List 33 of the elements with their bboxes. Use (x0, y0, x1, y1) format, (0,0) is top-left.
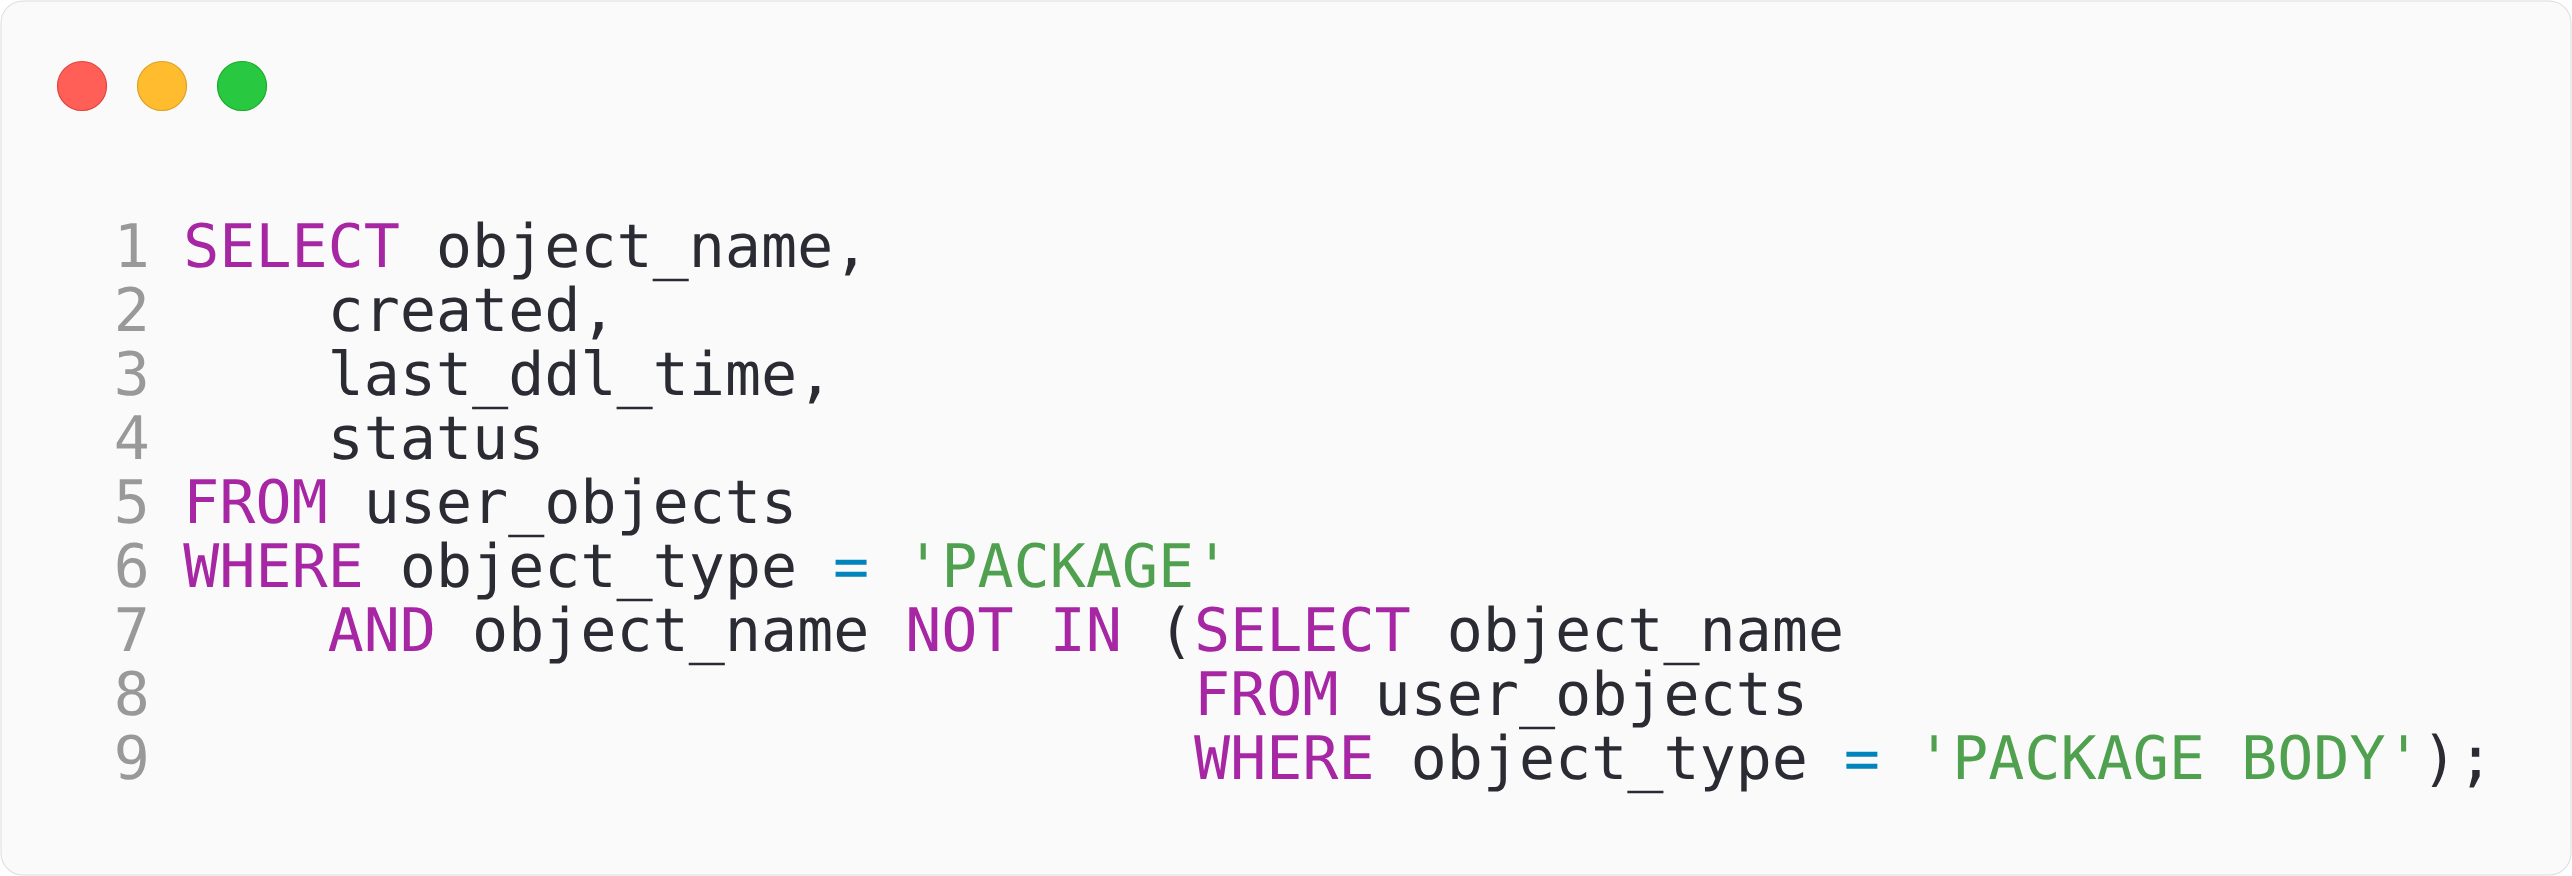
line-number: 9 (117, 734, 146, 780)
code-text: ); (2431, 733, 2480, 788)
code-text: user_objects (369, 477, 792, 538)
code-keyword: NOT IN (909, 606, 1118, 652)
code-keyword: WHERE (183, 543, 360, 587)
line-number: 2 (118, 286, 145, 331)
code-keyword: FROM (190, 478, 326, 524)
code-text: object_name (476, 605, 866, 666)
code-text: object_name (1450, 605, 1841, 666)
line-number: 8 (117, 670, 146, 716)
line-number: 4 (116, 415, 147, 459)
line-number: 3 (117, 350, 146, 396)
code-keyword: AND (328, 607, 433, 651)
line-number: 1 (120, 223, 146, 267)
line-number: 7 (117, 607, 146, 651)
code-text: status (333, 416, 539, 460)
code-text: last_ddl_time, (332, 349, 820, 410)
code-operator: = (1846, 751, 1878, 769)
code-text: user_objects (1380, 669, 1802, 730)
line-number: 5 (117, 479, 145, 524)
code-keyword: WHERE (1194, 735, 1371, 779)
code-text: created, (333, 285, 603, 340)
code-string: 'PACKAGE' (920, 542, 1215, 588)
code-operator: = (835, 559, 867, 577)
code-text: ( (1170, 605, 1184, 659)
code-keyword: SELECT (187, 222, 399, 268)
code-text: object_type (1414, 733, 1805, 794)
code-text: object_type (403, 541, 794, 602)
code-text: object_name, (439, 221, 856, 282)
code-string: 'PACKAGE BODY' (1931, 734, 2407, 780)
code-keyword: SELECT (1198, 606, 1410, 652)
code-keyword: FROM (1200, 670, 1336, 716)
line-number: 6 (117, 542, 146, 588)
